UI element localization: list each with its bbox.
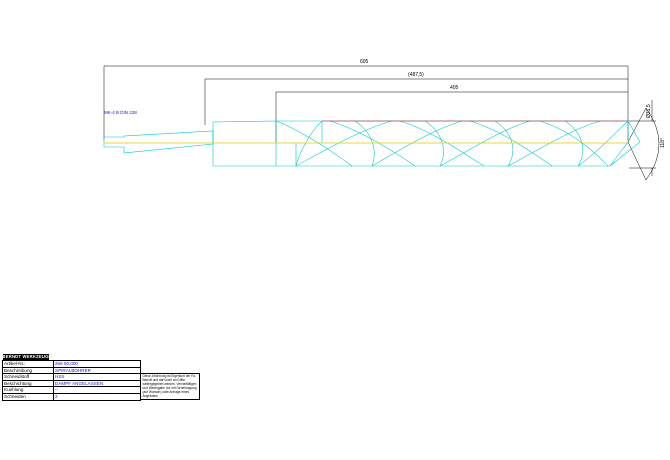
ownership-notice: Diese Zeichnung ist Eigentum der Fa. Ber…: [140, 373, 200, 400]
dim-point-angle: [627, 107, 660, 181]
row-label: Artikel-Nr.:: [2, 360, 54, 368]
dim-overall-label: 605: [360, 59, 369, 65]
dim-overall: [103, 65, 629, 140]
dim-flute-label: 405: [450, 85, 459, 91]
shank-note: MK-4 B DIN 228: [104, 110, 137, 115]
title-block: BERNDT WERKZEUGE Artikel-Nr.: 266 50,000…: [2, 354, 200, 401]
drill-flutes: [275, 120, 629, 167]
row-value: DAMPF ANGELASSEN: [53, 379, 141, 388]
table-row: Beschreibung SPIRALBOHRER: [2, 366, 141, 375]
drill-shank: [103, 120, 277, 167]
row-label: Beschichtung: [2, 379, 54, 388]
row-value: SPIRALBOHRER: [53, 366, 141, 375]
row-label: Schneidstoff: [2, 373, 54, 381]
table-row: Beschichtung DAMPF ANGELASSEN: [2, 379, 141, 388]
company-logo: BERNDT WERKZEUGE: [2, 354, 52, 360]
title-block-table: BERNDT WERKZEUGE Artikel-Nr.: 266 50,000…: [2, 354, 141, 401]
table-row: Schneiden 2: [2, 392, 141, 401]
dim-diameter-label: Ø31,5: [646, 104, 652, 118]
table-row: Artikel-Nr.: 266 50,000: [2, 360, 141, 368]
dim-mid-label: (487,5): [408, 72, 424, 78]
row-label: Beschreibung: [2, 366, 54, 375]
table-row: Kuehlung --: [2, 386, 141, 394]
dim-mid: [204, 78, 628, 125]
row-label: Kuehlung: [2, 386, 54, 394]
row-label: Schneiden: [2, 392, 54, 401]
row-value: --: [53, 386, 141, 394]
drill-tip: [609, 120, 641, 167]
dim-angle-label: 118°: [660, 138, 666, 148]
table-row: Schneidstoff HSS: [2, 373, 141, 381]
dim-flute: [275, 91, 628, 142]
row-value: 2: [53, 392, 141, 401]
row-value: 266 50,000: [53, 360, 141, 368]
row-value: HSS: [53, 373, 141, 381]
